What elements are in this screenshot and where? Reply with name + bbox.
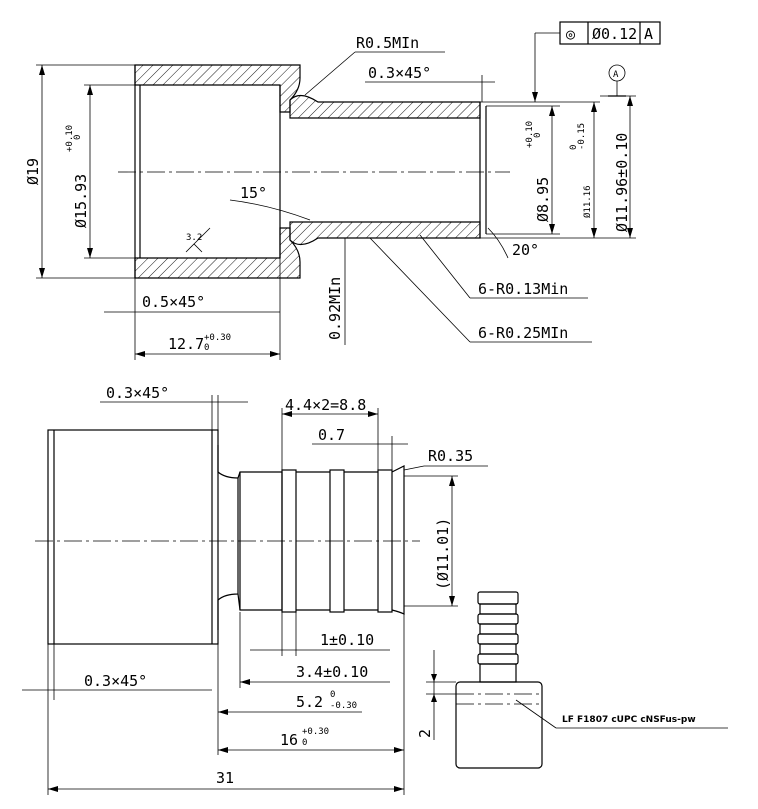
label-r035: R0.35 [428,447,473,465]
dim-dia1116: Ø11.16 [582,185,593,218]
svg-text:Ø0.12: Ø0.12 [592,25,637,43]
label-r025: 6-R0.25MIn [478,324,568,342]
label-angle15: 15° [240,184,267,202]
label-min092: 0.92MIn [326,277,344,340]
svg-text:0: 0 [569,145,579,150]
datum-a: A [613,70,619,80]
label-chamfer03-top: 0.3×45° [368,64,431,82]
svg-text:-0.30: -0.30 [330,701,357,711]
dim-dia1101: (Ø11.01) [434,518,452,590]
svg-text:◎: ◎ [566,25,575,43]
dim-dia1196: Ø11.96±0.10 [613,133,631,232]
svg-text:+0.10: +0.10 [65,125,75,152]
svg-text:+0.10: +0.10 [525,121,535,148]
svg-text:-0.15: -0.15 [577,123,587,150]
label-chamfer-bot: 0.3×45° [84,672,147,690]
hatch-upper-large [134,64,301,113]
elevation-view: 0.3×45° 4.4×2=8.8 0.7 R0.35 (Ø11.01) 1±0… [22,384,488,795]
dim-dia19: Ø19 [24,158,42,185]
dim-dia895: Ø8.95 [534,177,552,222]
hatch-upper-tube [289,94,481,119]
svg-text:0: 0 [204,343,209,353]
label-angle20: 20° [512,241,539,259]
gdt-frame: ◎ Ø0.12 A [532,21,661,102]
dim-2: 2 [416,729,434,738]
iso-view: 2 LF F1807 cUPC cNSFus-pw [416,591,728,769]
svg-text:A: A [644,25,653,43]
dim-pitch: 4.4×2=8.8 [285,396,366,414]
dim-d16: 16 [280,731,298,749]
dim-d52: 5.2 [296,693,323,711]
hatch-lower-large [134,227,301,279]
dim-dia1593: Ø15.93 [72,174,90,228]
dim-len127: 12.7 [168,335,204,353]
section-view: Ø19 Ø15.93 +0.10 0 R0.5MIn 0.3×45° ◎ Ø0.… [24,21,661,360]
dim-len07: 0.7 [318,426,345,444]
svg-text:0: 0 [73,135,83,140]
label-chamfer05: 0.5×45° [142,293,205,311]
label-chamfer-top: 0.3×45° [106,384,169,402]
svg-text:+0.30: +0.30 [302,727,329,737]
label-r013: 6-R0.13Min [478,280,568,298]
dim-d34: 3.4±0.10 [296,663,368,681]
svg-text:+0.30: +0.30 [204,333,231,343]
surface-finish: 3.2 [186,233,202,243]
label-r05min: R0.5MIn [356,34,419,52]
svg-text:0: 0 [330,690,335,700]
product-marking: LF F1807 cUPC cNSFus-pw [562,715,696,725]
hatch-lower-tube [289,221,481,246]
svg-text:0: 0 [533,133,543,138]
svg-text:0: 0 [302,738,307,748]
dim-d31: 31 [216,769,234,787]
dim-d1: 1±0.10 [320,631,374,649]
